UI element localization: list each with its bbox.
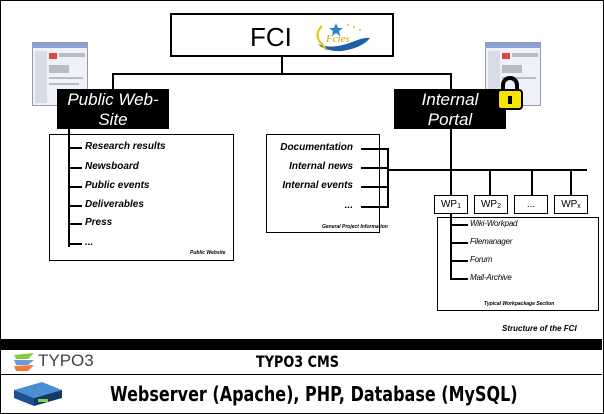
connector (281, 57, 283, 74)
connector (531, 169, 533, 196)
workpackage-list-item: Wiki-Workpad (470, 219, 518, 228)
internal-list-item: ... (344, 200, 353, 211)
item-connector (361, 206, 388, 208)
workpackage-index: x (577, 203, 581, 210)
workpackage-list-item: Filemanager (470, 237, 513, 246)
fcies-logo-icon: Fcies (316, 23, 370, 52)
public-website-label: Public Web- Site (57, 89, 169, 129)
public-label-line2: Site (98, 110, 128, 129)
workpackage-box: WP2 (474, 195, 508, 214)
internal-portal-panel (266, 134, 380, 233)
internal-list-item: Internal events (282, 180, 353, 191)
public-list-item: Newsboard (85, 161, 139, 172)
public-website-caption: Public Website (190, 250, 226, 256)
server-icon (14, 382, 62, 406)
fci-box: FCI Fcies (170, 13, 394, 57)
connector (112, 73, 452, 75)
workpackage-index: 1 (457, 203, 461, 210)
cms-title: TYPO3 CMS (256, 352, 339, 371)
workpackage-caption: Typical Workpackage Section (484, 301, 555, 307)
internal-label-line1: Internal (421, 90, 479, 109)
internal-list-item: Internal news (289, 161, 353, 172)
public-list-item: Research results (85, 141, 166, 152)
typo3-logo-text: TYPO3 (38, 351, 94, 370)
item-connector (68, 167, 82, 169)
connector (450, 73, 452, 91)
public-list-item: Press (85, 217, 113, 228)
connector (450, 129, 452, 170)
connector (387, 148, 389, 208)
internal-portal-label: Internal Portal (394, 89, 506, 129)
connector (387, 169, 587, 171)
workpackage-box: ... (514, 195, 548, 214)
internal-portal-caption: General Project Information (322, 224, 388, 230)
item-connector (450, 224, 468, 226)
item-connector (450, 242, 468, 244)
item-connector (361, 148, 388, 150)
workpackage-index: 2 (497, 203, 501, 210)
cms-row (0, 350, 602, 375)
item-connector (68, 223, 82, 225)
typo3-logo-icon (14, 353, 34, 371)
structure-caption: Structure of the FCI (502, 324, 577, 333)
public-list-item: Public events (85, 180, 150, 191)
item-connector (68, 205, 82, 207)
item-connector (68, 186, 82, 188)
item-connector (68, 243, 82, 245)
svg-text:Fcies: Fcies (325, 33, 350, 45)
workpackage-label: WP (480, 199, 498, 210)
connector (450, 214, 452, 279)
item-connector (361, 167, 388, 169)
fci-title: FCI (250, 22, 292, 52)
item-connector (361, 186, 388, 188)
padlock-icon (497, 76, 523, 110)
connector (489, 169, 491, 196)
public-list-item: ... (85, 237, 94, 248)
workpackage-label: ... (526, 199, 536, 210)
public-website-panel (49, 134, 234, 261)
connector (112, 73, 114, 91)
workpackage-label: WP (440, 199, 458, 210)
server-title: Webserver (Apache), PHP, Database (MySQL… (110, 382, 518, 406)
workpackage-list-item: Mail-Archive (470, 273, 512, 282)
connector (68, 129, 70, 247)
item-connector (68, 147, 82, 149)
workpackage-box: WPx (554, 195, 588, 214)
connector (570, 169, 572, 196)
internal-list-item: Documentation (280, 142, 353, 153)
separator-band (0, 339, 602, 350)
public-label-line1: Public Web- (67, 90, 159, 109)
internal-label-line2: Portal (427, 110, 473, 129)
workpackage-panel (437, 217, 599, 311)
workpackage-label: WP (561, 199, 578, 210)
item-connector (450, 260, 468, 262)
workpackage-box: WP1 (434, 195, 468, 214)
workpackage-list-item: Forum (470, 255, 493, 264)
connector (450, 169, 452, 196)
item-connector (450, 278, 468, 280)
public-list-item: Deliverables (85, 199, 144, 210)
